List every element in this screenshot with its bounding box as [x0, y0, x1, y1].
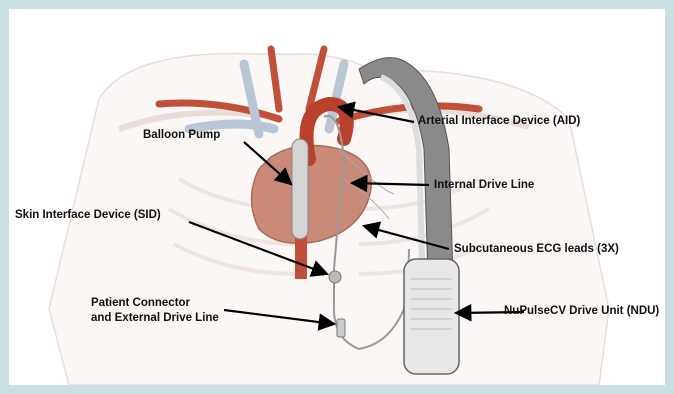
label-patient-connector-1: Patient Connector — [91, 296, 190, 310]
anatomy-illustration — [9, 9, 665, 385]
label-sid: Skin Interface Device (SID) — [15, 208, 161, 222]
label-ecg-leads: Subcutaneous ECG leads (3X) — [454, 242, 619, 256]
balloon-pump-device — [292, 139, 308, 239]
label-balloon-pump: Balloon Pump — [143, 128, 220, 142]
label-ndu: NuPulseCV Drive Unit (NDU) — [504, 304, 659, 318]
label-aid: Arterial Interface Device (AID) — [418, 114, 580, 128]
drive-unit — [404, 259, 459, 374]
label-patient-connector-2: and External Drive Line — [91, 311, 219, 325]
diagram-frame: Balloon Pump Arterial Interface Device (… — [9, 9, 665, 385]
patient-connector — [337, 319, 345, 337]
skin-interface-device — [329, 271, 341, 283]
label-internal-drive-line: Internal Drive Line — [434, 178, 534, 192]
